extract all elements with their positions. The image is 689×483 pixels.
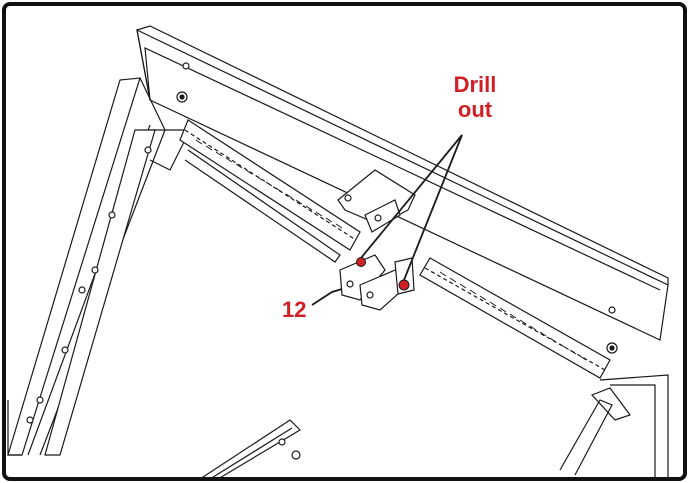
rivet-right <box>398 279 410 291</box>
rail-hole-2 <box>108 211 116 219</box>
part-number-callout: 12 <box>282 297 307 322</box>
plate-hole-a <box>346 280 354 288</box>
strut-hole <box>291 450 301 460</box>
drill-out-rivets <box>356 257 410 291</box>
rail-hole-3 <box>91 266 99 274</box>
rail-hole-1 <box>144 146 152 154</box>
left-rail-face <box>149 129 191 171</box>
tab-hole <box>374 214 382 222</box>
bolt-right-a-inner <box>609 345 615 351</box>
center-mount <box>337 169 416 311</box>
drill-out-line2: out <box>457 97 493 122</box>
top-beam-edge <box>136 29 151 101</box>
strut-hole-2 <box>278 438 286 446</box>
bolts <box>26 62 618 460</box>
drill-out-callout: Drill out <box>440 72 510 122</box>
rivet-left <box>356 257 366 267</box>
top-beam-lip <box>136 25 669 285</box>
leader-12 <box>311 288 343 306</box>
hinge-knuckles-left <box>195 139 343 229</box>
bracket-tab <box>364 199 401 233</box>
leader-drill-right <box>403 134 463 281</box>
rail-hole-7 <box>26 416 34 424</box>
plate-hole-b <box>366 291 374 299</box>
bracket-hole <box>344 194 352 202</box>
right-bracket-2 <box>559 399 613 476</box>
bolt-right-b <box>608 306 616 314</box>
front-frame <box>7 400 22 456</box>
lower-strut-2 <box>209 427 293 480</box>
top-beam-inner <box>144 47 661 291</box>
drill-out-line1: Drill <box>453 72 497 97</box>
hinge-right <box>419 257 611 379</box>
rail-hole-5 <box>61 346 69 354</box>
hinge-knuckles-right <box>439 271 587 361</box>
leader-drill-left <box>360 134 463 259</box>
bolt-top-left-inner <box>179 94 185 100</box>
lower-strut <box>199 419 301 480</box>
frame-structure <box>7 25 669 480</box>
rail-hole-4 <box>78 286 86 294</box>
bolt-top-small <box>182 62 190 70</box>
rail-hole-6 <box>36 396 44 404</box>
left-inner-rail <box>44 129 156 456</box>
bottom-right-frame <box>599 374 669 479</box>
callout-leaders <box>311 134 463 306</box>
bottom-right-frame-inner <box>610 384 656 479</box>
